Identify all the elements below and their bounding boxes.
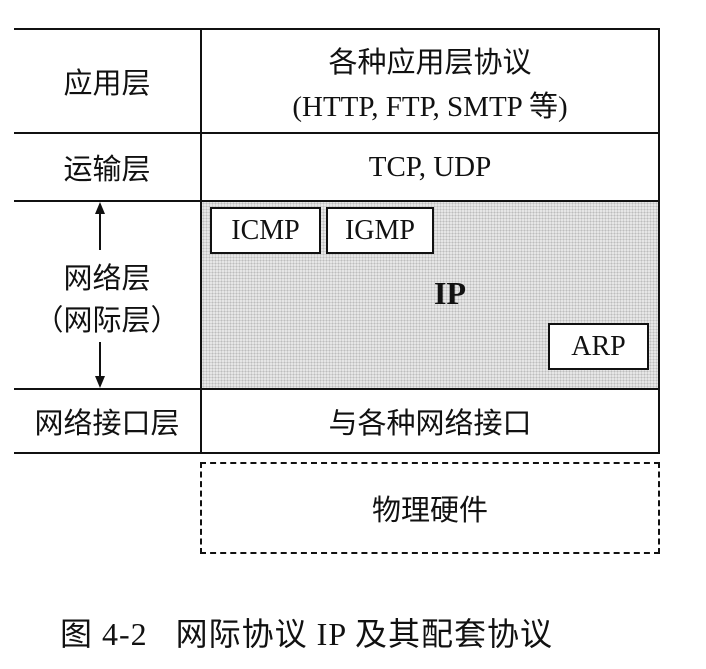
icmp-box: ICMP bbox=[210, 207, 321, 254]
layer-label-interface: 网络接口层 bbox=[34, 408, 180, 440]
divider-network-interface bbox=[14, 388, 660, 390]
application-protocols-line2: (HTTP, FTP, SMTP 等) bbox=[292, 91, 568, 123]
arp-box: ARP bbox=[548, 323, 649, 370]
interface-description: 与各种网络接口 bbox=[328, 408, 532, 440]
divider-top bbox=[14, 28, 660, 30]
ip-label: IP bbox=[434, 274, 466, 311]
right-column-right-border bbox=[658, 28, 660, 454]
physical-hardware-box: 物理硬件 bbox=[200, 462, 660, 554]
divider-transport-network bbox=[14, 200, 660, 202]
network-layer-span-arrow bbox=[95, 202, 105, 388]
layer-label-network: 网络层 bbox=[63, 263, 151, 295]
figure-title: 网际协议 IP 及其配套协议 bbox=[175, 616, 553, 652]
layer-label-network-alt: （网际层） bbox=[34, 305, 180, 337]
right-column-left-border bbox=[200, 28, 202, 454]
figure-number: 图 4-2 bbox=[60, 616, 148, 652]
igmp-box: IGMP bbox=[326, 207, 434, 254]
application-protocols-line1: 各种应用层协议 bbox=[328, 47, 532, 79]
physical-hardware-label: 物理硬件 bbox=[371, 495, 488, 527]
divider-bottom bbox=[14, 452, 660, 454]
layer-label-application: 应用层 bbox=[63, 68, 151, 100]
figure-caption: 图 4-2 网际协议 IP 及其配套协议 bbox=[60, 608, 660, 656]
divider-app-transport bbox=[14, 132, 660, 134]
transport-protocols: TCP, UDP bbox=[368, 150, 492, 183]
layer-label-transport: 运输层 bbox=[63, 154, 151, 186]
